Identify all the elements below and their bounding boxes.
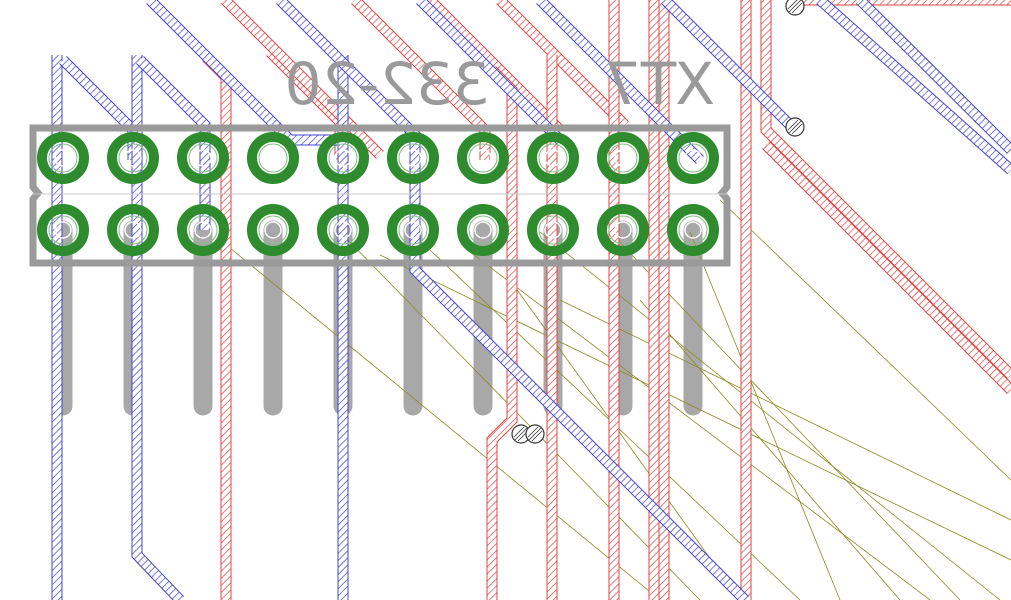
through-hole-pad-icon[interactable] (527, 204, 579, 256)
trace-fill (276, 0, 749, 600)
through-hole-pad-icon[interactable] (597, 132, 649, 184)
ratsnest-line (639, 299, 901, 600)
ratsnest-line (379, 254, 1011, 561)
trace-fill (426, 0, 564, 134)
ratsnest-line (689, 231, 841, 600)
ratsnest-line (559, 299, 1011, 521)
component-designator: XT7 (604, 50, 715, 118)
through-hole-pad-icon[interactable] (457, 132, 509, 184)
through-hole-pad-icon[interactable] (177, 204, 229, 256)
ratsnest-lines (229, 199, 1011, 600)
silkscreen-text: XT7 332-20 (285, 50, 715, 118)
via-ring-icon[interactable] (525, 424, 545, 444)
trace-fill (536, 0, 704, 164)
through-hole-pad-icon[interactable] (107, 204, 159, 256)
through-hole-pad-icon[interactable] (177, 132, 229, 184)
through-hole-pad-icon[interactable] (37, 132, 89, 184)
trace-fill (496, 0, 629, 129)
through-hole-pad-icon[interactable] (597, 204, 649, 256)
through-hole-pad-icon[interactable] (667, 204, 719, 256)
trace-fill (761, 0, 1011, 379)
trace-fill (856, 0, 1011, 154)
trace-fill (416, 0, 564, 144)
component-part-number: 332-20 (285, 50, 490, 118)
via-ring-icon[interactable] (785, 117, 805, 137)
through-hole-pad-icon[interactable] (387, 204, 439, 256)
through-hole-pad-icon[interactable] (107, 132, 159, 184)
connector-silkscreen-outline (29, 124, 731, 267)
through-hole-pad-icon[interactable] (37, 204, 89, 256)
through-hole-pad-icon[interactable] (387, 132, 439, 184)
ratsnest-line (229, 247, 661, 600)
via-ring-icon[interactable] (785, 0, 805, 16)
ratsnest-line (339, 231, 701, 600)
top-layer-traces[interactable] (51, 0, 1011, 600)
trace-fill (817, 0, 1011, 174)
trace-fill (762, 141, 1011, 394)
trace-fill (132, 55, 184, 600)
through-hole-pad-icon[interactable] (457, 204, 509, 256)
trace-fill (661, 0, 799, 134)
ratsnest-line (719, 199, 1011, 481)
through-hole-pad-icon[interactable] (667, 132, 719, 184)
via-ring-icon[interactable] (511, 424, 531, 444)
through-hole-pad-icon[interactable] (527, 132, 579, 184)
vias[interactable] (511, 0, 805, 444)
through-hole-pad-icon[interactable] (317, 204, 369, 256)
through-hole-pad-icon[interactable] (247, 132, 299, 184)
through-hole-pad-icon[interactable] (247, 204, 299, 256)
through-hole-pad-icon[interactable] (317, 132, 369, 184)
connector-pads[interactable] (37, 132, 719, 256)
